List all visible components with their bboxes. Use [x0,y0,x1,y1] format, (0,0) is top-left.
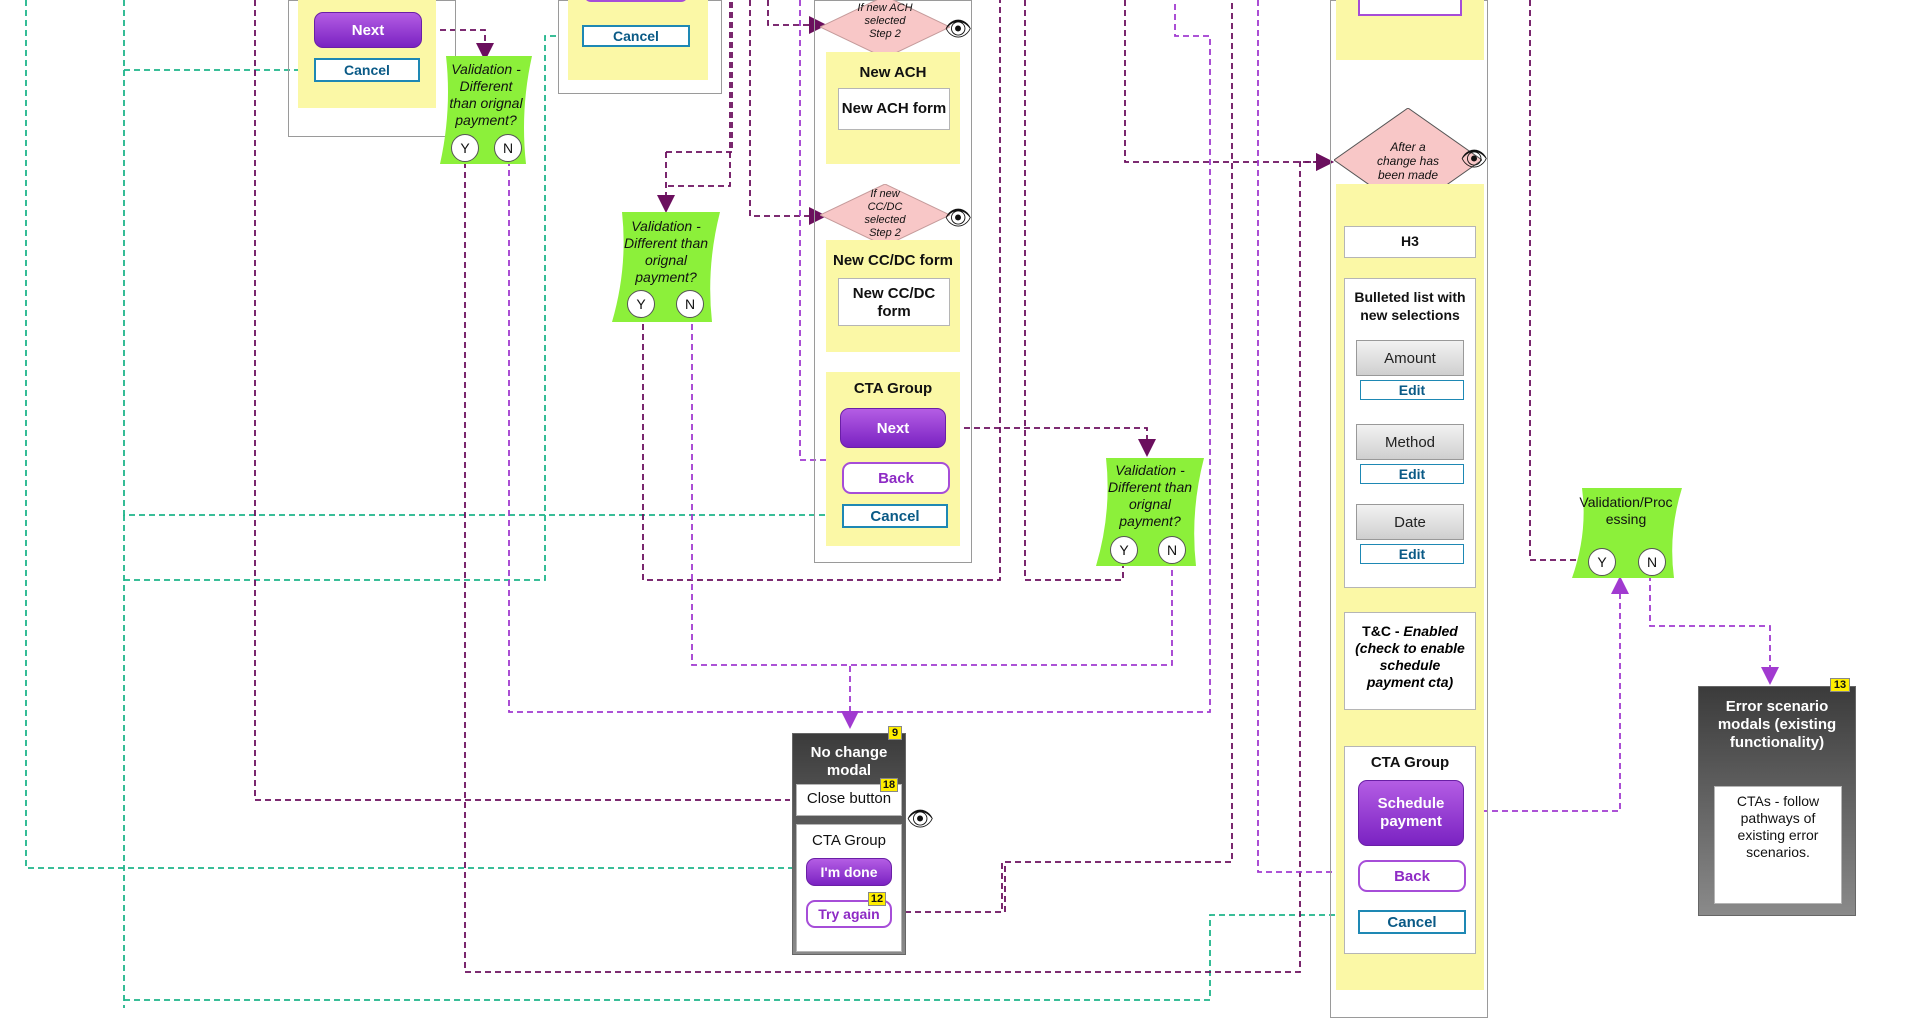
eye-icon: 👁 [1460,146,1488,171]
center-cancel-button[interactable]: Cancel [842,504,948,528]
badge-18: 18 [880,778,898,792]
tc-description: Enabled (check to enable schedule paymen… [1355,623,1465,690]
right-back-button[interactable]: Back [1358,860,1466,892]
decision-card-text: If new CC/DC selected Step 2 [864,188,906,239]
decision-after-change-text: After a change has been made [1376,140,1440,182]
validation-1-yes[interactable]: Y [451,134,479,162]
error-modal-title: Error scenario modals (existing function… [1717,698,1837,751]
no-change-modal-title: No change modal [810,744,888,779]
validation-4-yes[interactable]: Y [1588,548,1616,576]
badge-9: 9 [888,726,902,740]
validation-4-no[interactable]: N [1638,548,1666,576]
date-field: Date [1356,504,1464,540]
validation-3-no[interactable]: N [1158,536,1186,564]
im-done-button[interactable]: I'm done [806,858,892,886]
right-top-button-partial [1358,0,1462,16]
left-next-button[interactable]: Next [314,12,422,48]
decision-card-diamond [820,184,950,246]
validation-4-text: Validation/Processing [1579,494,1673,527]
schedule-payment-button[interactable]: Schedule payment [1358,780,1464,846]
cancel-connectors [25,0,1352,1008]
method-edit-link[interactable]: Edit [1360,464,1464,484]
no-change-cta-container [796,824,902,952]
method-field: Method [1356,424,1464,460]
secondary-connectors [508,0,1779,873]
new-card-title: New CC/DC form [832,252,953,269]
right-cta-title: CTA Group [1370,754,1450,771]
left-cancel-button[interactable]: Cancel [314,58,420,82]
new-card-form: New CC/DC form [838,278,950,326]
new-ach-form: New ACH form [838,88,950,130]
date-edit-link[interactable]: Edit [1360,544,1464,564]
h3-heading: H3 [1344,226,1476,258]
right-cancel-button[interactable]: Cancel [1358,910,1466,934]
second-cancel-button[interactable]: Cancel [582,25,690,47]
eye-icon: 👁 [944,16,972,41]
eye-icon: 👁 [944,205,972,230]
validation-1-text: Validation - Different than orignal paym… [449,61,523,128]
no-change-cta-title: CTA Group [812,832,886,849]
center-back-button[interactable]: Back [842,462,950,494]
amount-field: Amount [1356,340,1464,376]
validation-2-yes[interactable]: Y [627,290,655,318]
new-ach-title: New ACH [859,64,927,81]
badge-12: 12 [868,892,886,906]
validation-2-text: Validation - Different than orignal paym… [623,218,709,285]
tc-label: T&C - [1362,623,1404,639]
validation-1-no[interactable]: N [494,134,522,162]
decision-ach-text: If new ACH selected Step 2 [857,2,913,40]
center-next-button[interactable]: Next [840,408,946,448]
badge-13: 13 [1830,678,1850,692]
tc-box[interactable]: T&C - Enabled (check to enable schedule … [1344,612,1476,710]
validation-3-yes[interactable]: Y [1110,536,1138,564]
second-back-button-partial[interactable] [584,0,688,2]
eye-icon: 👁 [906,806,934,831]
decision-ach-diamond [820,0,950,58]
validation-3-text: Validation - Different than orignal paym… [1107,462,1193,529]
error-modal-body: CTAs - follow pathways of existing error… [1714,786,1842,904]
center-cta-title: CTA Group [853,380,933,397]
validation-2-no[interactable]: N [676,290,704,318]
bulleted-list-title: Bulleted list with new selections [1354,289,1466,323]
amount-edit-link[interactable]: Edit [1360,380,1464,400]
